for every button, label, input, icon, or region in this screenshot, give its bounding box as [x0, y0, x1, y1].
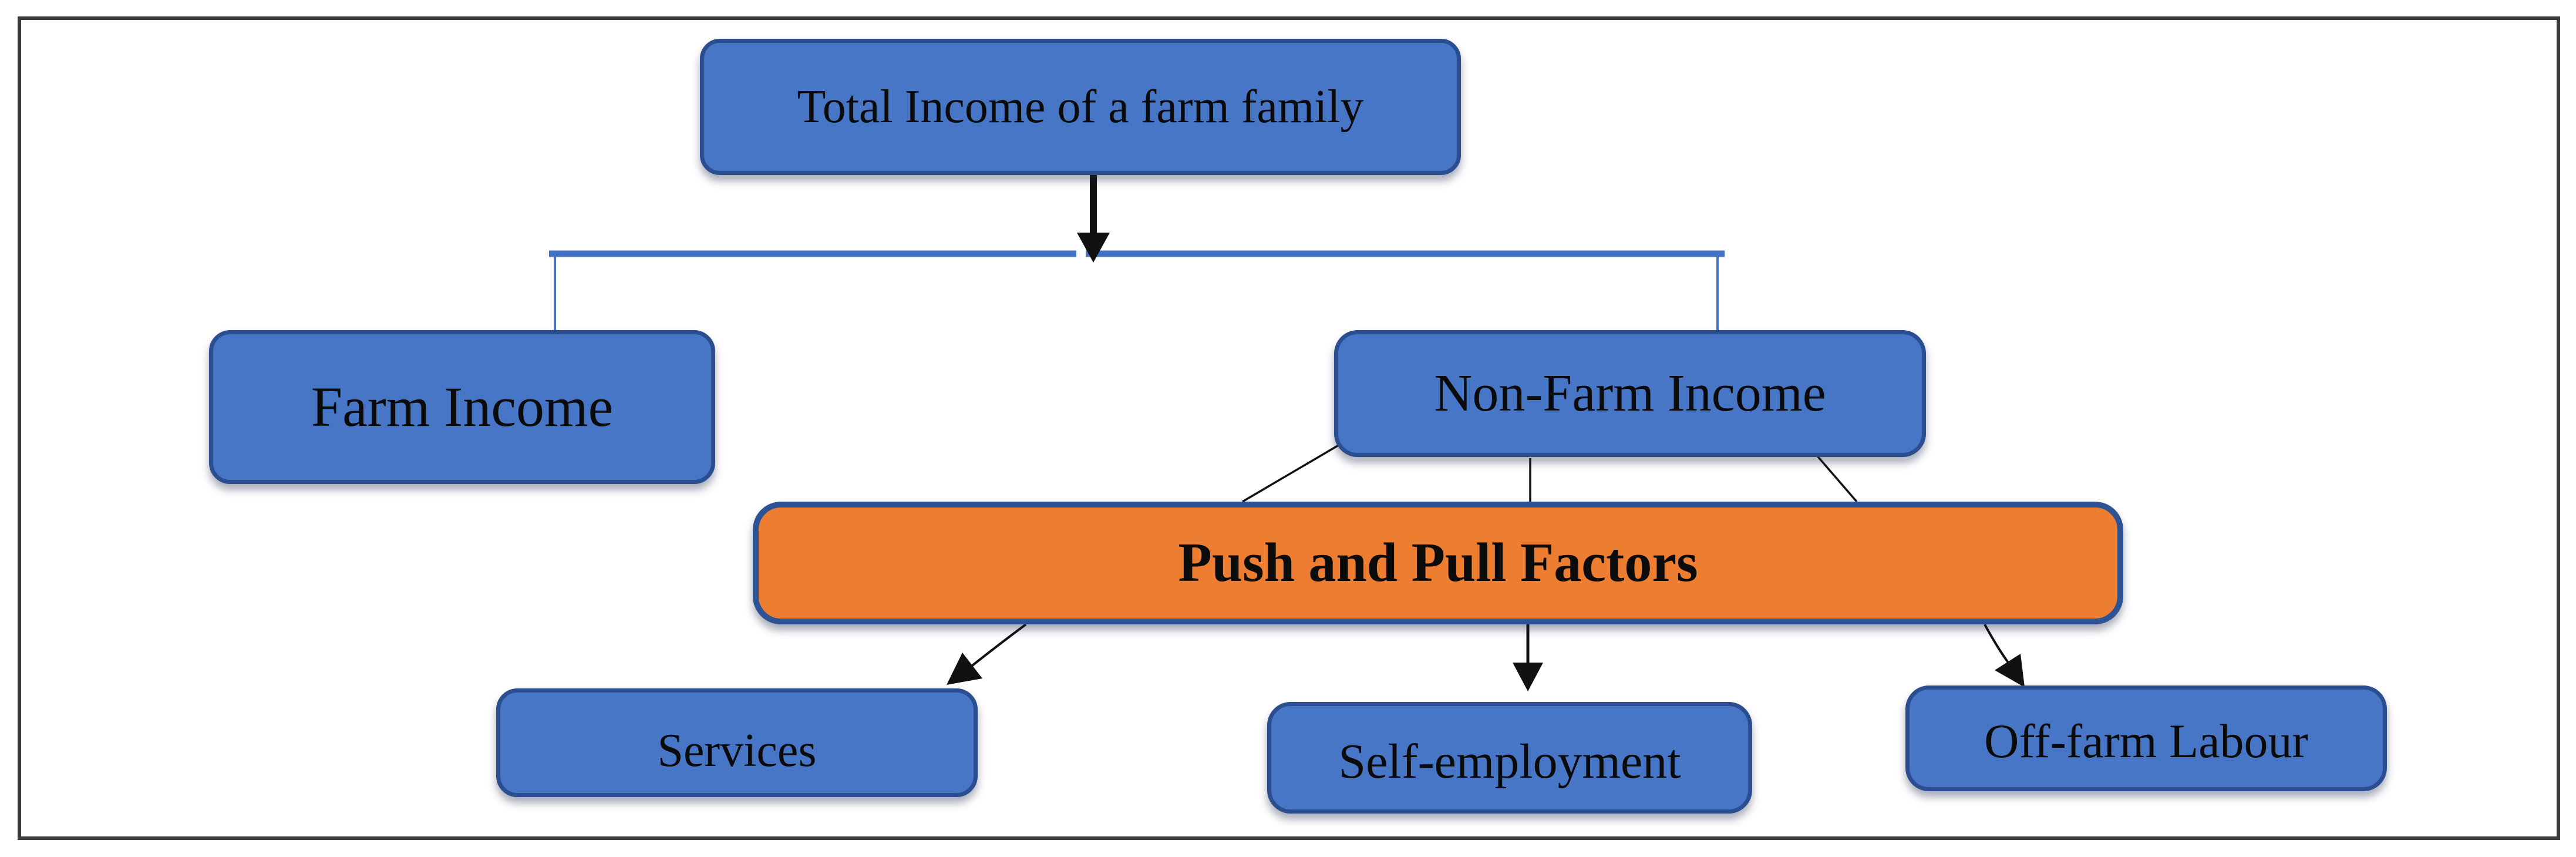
edge-pushpull-to-offfarm-arrowhead	[1995, 654, 2025, 687]
node-push-pull-factors: Push and Pull Factors	[753, 502, 2123, 624]
edge-pushpull-to-selfemployment-arrowhead	[1513, 663, 1543, 691]
edge-pushpull-to-services-arrowhead	[947, 653, 982, 685]
node-non-farm-income: Non-Farm Income	[1334, 330, 1926, 457]
edge-nonfarm-to-pushpull-right	[1811, 449, 1858, 503]
figure-border	[18, 16, 2560, 840]
node-farm-income: Farm Income	[209, 330, 715, 484]
node-push-pull-factors-label: Push and Pull Factors	[1178, 532, 1698, 594]
node-non-farm-income-label: Non-Farm Income	[1434, 364, 1826, 422]
node-total-income-label: Total Income of a farm family	[797, 81, 1364, 133]
node-self-employment-label: Self-employment	[1338, 734, 1681, 789]
node-self-employment: Self-employment	[1267, 702, 1752, 814]
node-total-income: Total Income of a farm family	[700, 39, 1461, 175]
edge-total-to-branches-arrowhead	[1077, 233, 1110, 263]
node-services: Services	[496, 688, 978, 797]
edge-pushpull-to-services	[969, 623, 1027, 668]
node-farm-income-label: Farm Income	[311, 375, 614, 438]
node-services-label: Services	[657, 724, 817, 777]
edge-nonfarm-to-pushpull-left	[1242, 437, 1351, 503]
node-off-farm-labour: Off-farm Labour	[1905, 685, 2387, 791]
node-off-farm-labour-label: Off-farm Labour	[1984, 714, 2308, 768]
edge-pushpull-to-offfarm	[1984, 624, 2009, 664]
